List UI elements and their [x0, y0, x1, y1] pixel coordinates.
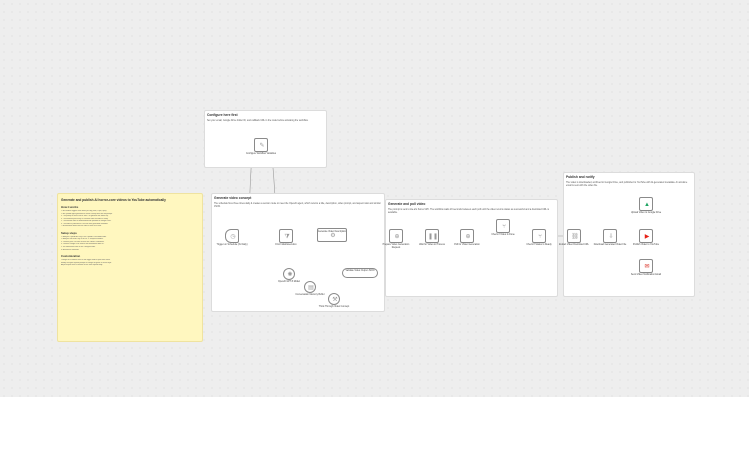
sticky-how-item: 3. The prompt is sent to kie.ai Sora 2 t… — [61, 215, 109, 218]
filter-icon: ⧩ — [284, 234, 290, 240]
gmail-icon: ✉ — [644, 264, 650, 270]
branch-icon: ⑂ — [502, 224, 506, 230]
link-icon: ⛓ — [571, 234, 579, 240]
chat-model-node[interactable]: ✺ — [283, 268, 295, 280]
gmail-notify-node[interactable]: ✉ — [639, 259, 653, 273]
schedule-trigger-node[interactable]: ◷ — [225, 229, 239, 243]
configure-node-label: Configure Workflow Variables — [245, 153, 277, 155]
download-node[interactable]: ⇩ — [603, 229, 617, 243]
sticky-setup-item: 4. Connect Google Drive and set the dest… — [61, 243, 105, 246]
drive-upload-node[interactable]: ▲ — [639, 197, 653, 211]
first-item-label: First Initial Execution — [275, 244, 297, 246]
sticky-how-item: 4. The workflow polls every 20 seconds u… — [61, 217, 109, 220]
gmail-notify-label: Send Video Notification Email — [630, 274, 662, 276]
overview-sticky-note: Generate and publish AI horror-core vide… — [57, 193, 203, 342]
sticky-setup-item: 3. Connect your YouTube account via OAut… — [61, 240, 105, 243]
sticky-custom-title: Customization — [61, 254, 81, 259]
wrench-icon: ⚒ — [332, 297, 338, 303]
youtube-publish-label: Publish Video to YouTube — [632, 244, 660, 246]
sora-note-text: The prompt is sent to kie.ai's Sora 2 AP… — [388, 208, 550, 215]
sticky-custom-item: Adjust aspect ratio or duration in the S… — [61, 264, 103, 267]
download-icon: ⇩ — [608, 234, 614, 240]
google-drive-icon: ▲ — [644, 202, 650, 208]
config-note: Configure here first Set your email, Goo… — [204, 110, 327, 168]
output-parser-label: Validate Video Output JSON — [345, 270, 375, 272]
schedule-trigger-label: Trigger on Schedule (3x Daily) — [216, 244, 248, 246]
sticky-how-item: 1. A schedule triggers three times per d… — [61, 210, 107, 212]
workflow-canvas[interactable]: Configure here first Set your email, Goo… — [0, 0, 749, 397]
chat-model-label: OpenAI GPT-5 Model — [278, 281, 300, 283]
concept-note-text: The schedule fires three times daily & c… — [214, 202, 381, 209]
pause-icon: ❚❚ — [427, 234, 439, 240]
concept-note-title: Generate video concept — [214, 196, 252, 200]
poll-node[interactable]: ⊕ — [460, 229, 474, 243]
status-route-label: Check If Status Is Ready — [526, 244, 552, 246]
config-note-text: Set your email, Google Drive folder ID, … — [207, 119, 309, 122]
pencil-icon: ✎ — [259, 143, 265, 149]
check-done-label: Check if Video Is Done — [491, 234, 515, 236]
sticky-custom-item: Modify the agent system prompt to change… — [61, 261, 112, 264]
extract-url-node[interactable]: ⛓ — [567, 229, 581, 243]
sticky-setup-title: Setup steps — [61, 230, 77, 235]
poll-label: Poll for Video Generation — [454, 244, 480, 246]
branch-icon: ⑂ — [538, 234, 542, 240]
output-parser-node[interactable] — [342, 268, 378, 278]
sticky-setup-item: 6. Activate the workflow. — [61, 248, 80, 251]
globe-icon: ⊕ — [465, 234, 471, 240]
check-done-node[interactable]: ⑂ — [496, 219, 510, 233]
sticky-setup-item: 1. Add your OpenAI API key in the OpenAI… — [61, 235, 107, 238]
sticky-how-item: 5. The finished video is downloaded and … — [61, 220, 112, 223]
wait-label: Wait for Video to Process — [419, 244, 445, 246]
download-label: Download Generated Video File — [593, 244, 627, 246]
drive-upload-label: Upload Video to Google Drive — [630, 212, 662, 214]
sora-request-label: Prepare Video Generation Request — [382, 244, 410, 249]
status-route-node[interactable]: ⑂ — [532, 229, 546, 243]
sticky-how-title: How it works — [61, 205, 79, 209]
database-icon: ▤ — [308, 285, 314, 291]
sora-note: Generate and poll video The prompt is se… — [385, 199, 558, 297]
ai-agent-node[interactable]: ⚙ — [317, 228, 347, 242]
youtube-icon: ▶ — [644, 234, 650, 240]
sticky-how-item: 7. A notification email with the video i… — [61, 225, 102, 228]
sora-request-node[interactable]: ⊕ — [389, 229, 403, 243]
robot-icon: ⚙ — [330, 233, 336, 239]
extract-url-label: Extract Video Download URL — [559, 244, 589, 246]
sticky-custom-item: Change the schedule hours in the trigger… — [61, 259, 111, 262]
clock-icon: ◷ — [230, 234, 236, 240]
publish-note: Publish and notify The video is download… — [563, 172, 695, 297]
sticky-setup-item: 5. Set notification email in the Configu… — [61, 246, 96, 249]
publish-note-title: Publish and notify — [566, 175, 595, 179]
sticky-how-item: 2. An OpenAI agent generates a horror co… — [61, 212, 113, 215]
sticky-title: Generate and publish AI horror-core vide… — [61, 198, 166, 202]
ai-agent-label: Generate Video Description — [317, 231, 347, 233]
configure-node[interactable]: ✎ — [254, 138, 268, 152]
sora-note-title: Generate and poll video — [388, 202, 426, 206]
sticky-setup-item: 2. Add your kie.ai API key in the HTTP R… — [61, 238, 104, 241]
think-tool-label: Think Through Video Concept — [318, 306, 350, 308]
youtube-publish-node[interactable]: ▶ — [639, 229, 653, 243]
memory-node[interactable]: ▤ — [304, 281, 316, 293]
sticky-how-item: 6. The video is published to YouTube wit… — [61, 222, 109, 225]
openai-icon: ✺ — [287, 272, 293, 278]
globe-icon: ⊕ — [394, 234, 400, 240]
memory-label: Conversation Memory Buffer — [295, 294, 325, 296]
publish-note-text: The video is downloaded, archived to Goo… — [566, 181, 688, 188]
concept-note: Generate video concept The schedule fire… — [211, 193, 385, 312]
wait-node[interactable]: ❚❚ — [425, 229, 439, 243]
think-tool-node[interactable]: ⚒ — [328, 293, 340, 305]
first-item-node[interactable]: ⧩ — [279, 229, 293, 243]
config-note-title: Configure here first — [207, 113, 238, 117]
